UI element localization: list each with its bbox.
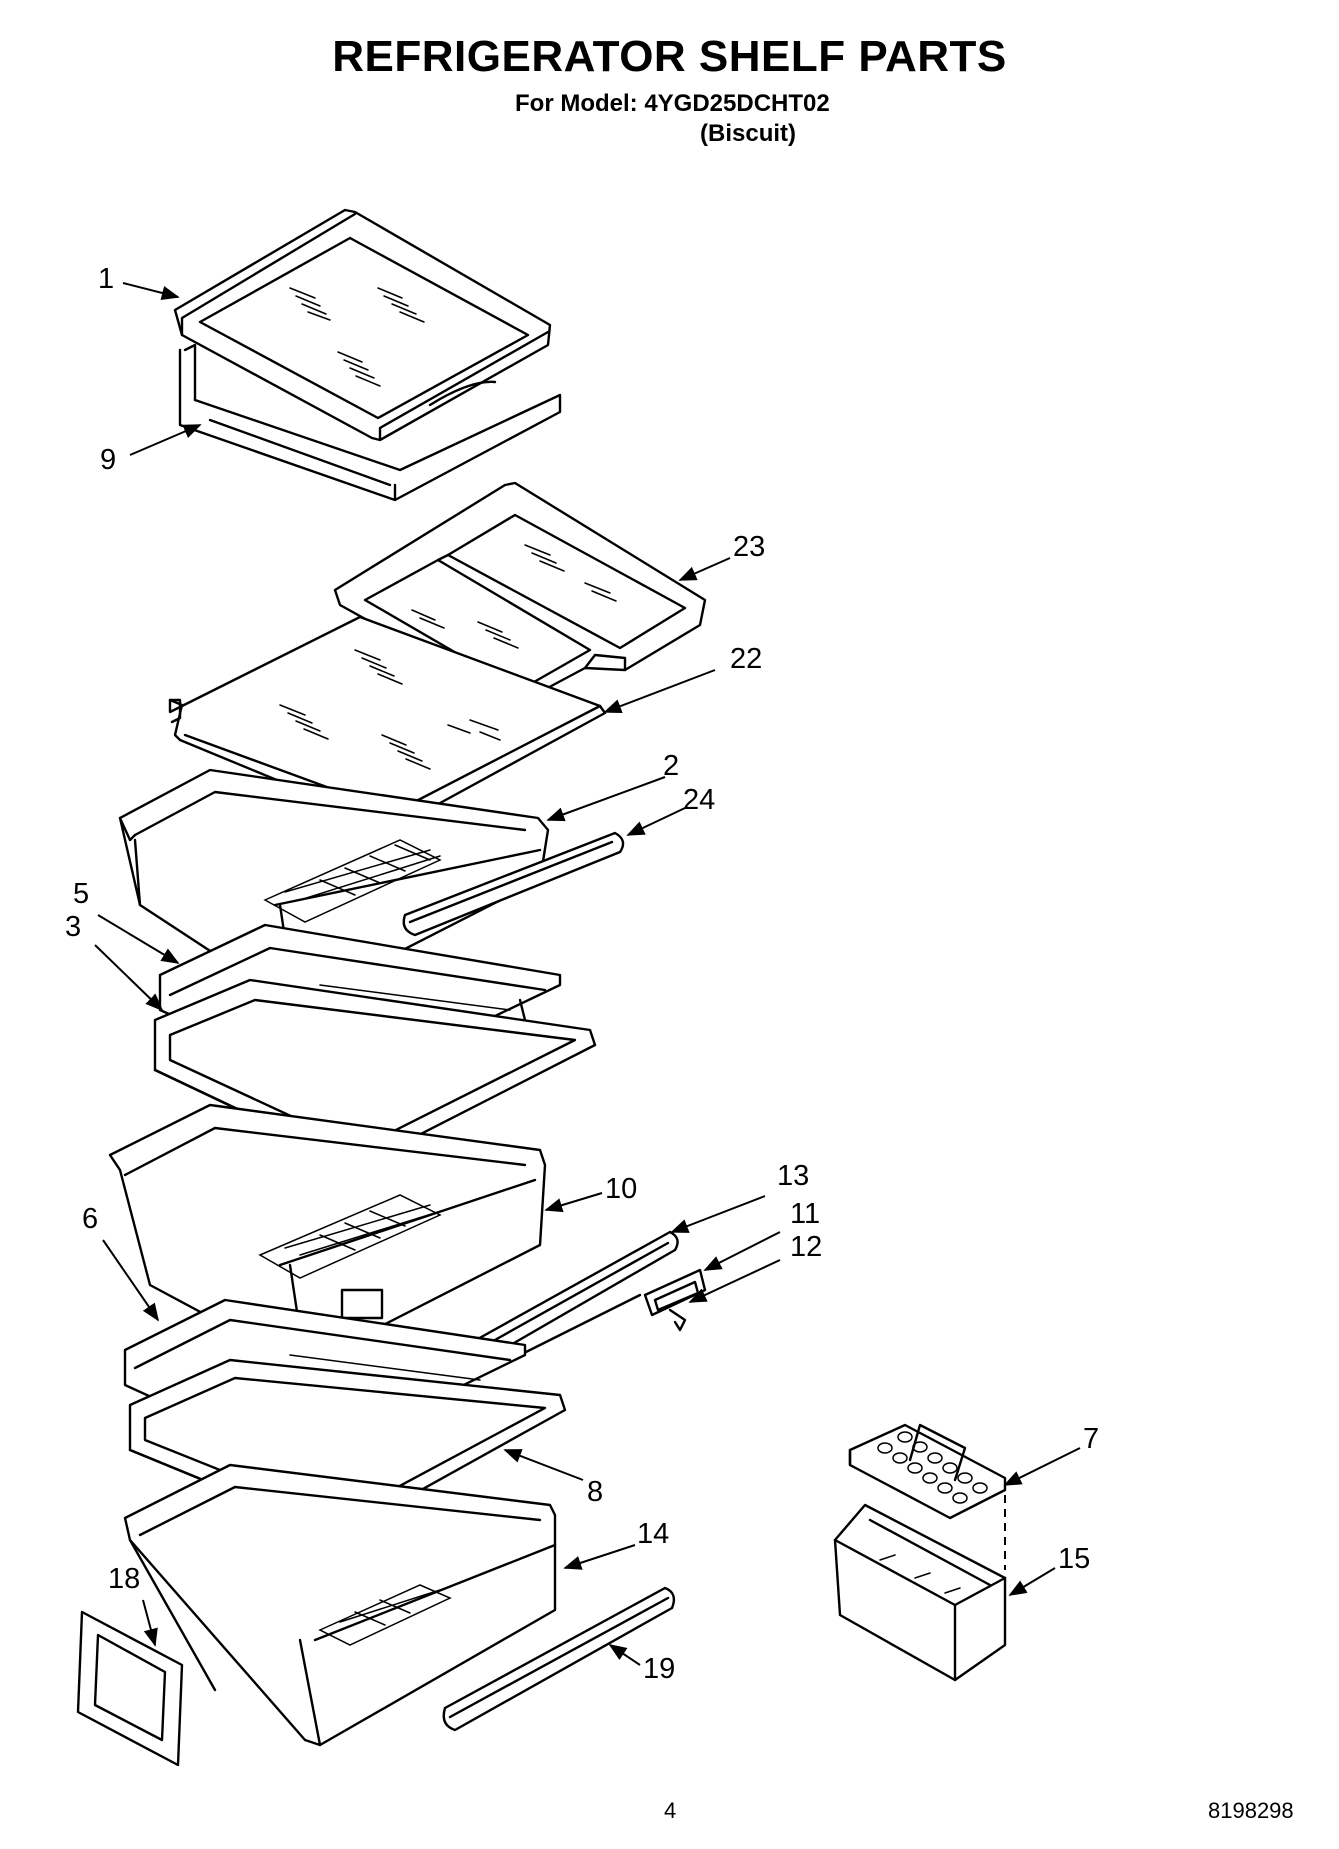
part-10-crisper-drawer [108,1103,547,1367]
callout-11: 11 [790,1198,821,1230]
color-variant: (Biscuit) [700,120,796,147]
callout-23: 23 [733,531,766,563]
document-number: 8198298 [1208,1798,1294,1823]
callout-6: 6 [82,1203,99,1235]
callout-1: 1 [98,263,115,295]
page-title: REFRIGERATOR SHELF PARTS [332,32,1007,81]
callout-8: 8 [587,1476,604,1508]
model-subtitle: For Model: 4YGD25DCHT02 [515,90,830,117]
callout-14: 14 [637,1518,670,1550]
callout-10: 10 [605,1173,638,1205]
part-24-handle [402,831,625,937]
callout-3: 3 [65,911,82,943]
page-number: 4 [664,1798,677,1823]
callout-15: 15 [1058,1543,1091,1575]
callout-7: 7 [1083,1423,1100,1455]
callout-13: 13 [777,1160,810,1192]
callout-5: 5 [73,878,90,910]
part-19-handle [442,1586,676,1732]
part-9-shelf-frame [178,343,562,502]
part-7-egg-tray [848,1423,1007,1520]
part-15-egg-bin [833,1495,1007,1682]
part-18-label-frame [76,1610,184,1767]
part-1-glass-shelf [173,208,552,442]
callout-19: 19 [643,1653,676,1685]
callout-12: 12 [790,1231,823,1263]
leader-arrows [94,282,1081,1666]
callout-18: 18 [108,1563,141,1595]
callout-24: 24 [683,784,716,816]
callout-2: 2 [663,750,680,782]
callout-9: 9 [100,444,117,476]
part-14-bottom-drawer [123,1463,557,1747]
callout-22: 22 [730,643,763,675]
